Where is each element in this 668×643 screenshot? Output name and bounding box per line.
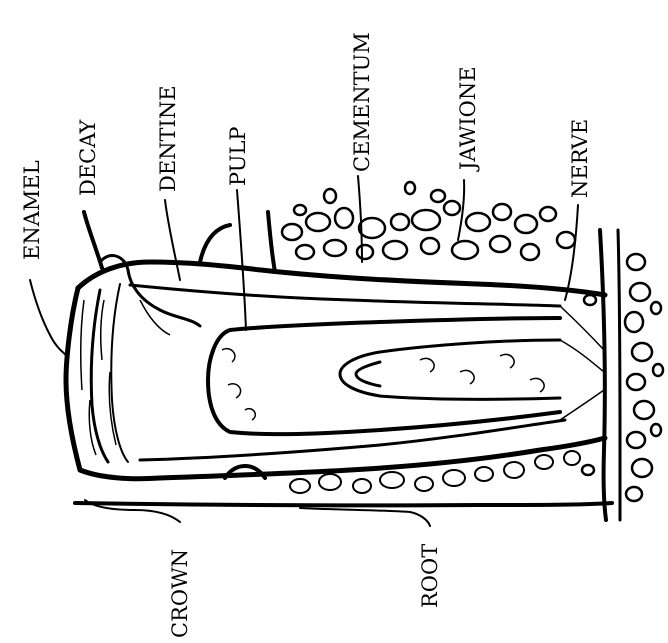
root-canal-inner [340,340,560,399]
label-dentine: DENTINE [158,85,179,192]
cementum-line [268,212,275,272]
leader-nerve [565,205,578,300]
tooth-crown-face [66,288,80,470]
pulp-chamber-outline [208,318,560,434]
jawbone-texture-top [282,182,575,260]
dentine-top-line [130,285,560,306]
label-root: ROOT [420,544,441,608]
jaw-bottom-line [75,503,612,505]
nerve-bundle-right [618,230,620,520]
root-bracket [300,508,430,526]
label-enamel: ENAMEL [22,160,43,260]
leader-pulp [237,190,246,330]
root-canal-inner-2 [356,362,380,386]
gum-bump-top [200,225,230,262]
leader-dentine [165,200,180,280]
enamel-inner-line [91,290,108,462]
label-crown: CROWN [170,549,191,638]
apex-ray-3 [560,340,604,372]
nerve-bundle-left [600,230,606,520]
label-jawbone: JAWIONE [458,66,479,170]
apex-ray-2 [560,390,604,420]
label-cementum: CEMENTUM [352,32,373,172]
leader-enamel [30,280,66,355]
pulp-texture [222,349,544,420]
label-pulp: PULP [228,126,249,186]
label-nerve: NERVE [570,119,591,198]
tooth-outer-top-edge [78,262,605,295]
leader-decay [84,212,102,268]
label-decay: DECAY [78,120,99,196]
